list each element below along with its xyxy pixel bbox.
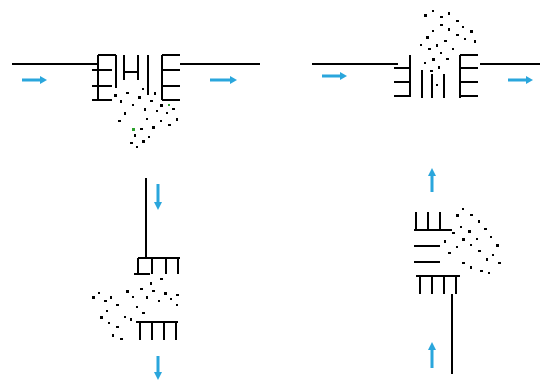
arrow-right-icon (322, 72, 347, 80)
bracket-structure (134, 257, 180, 340)
molecule-cluster (444, 208, 501, 274)
panel-bottom-right (414, 168, 501, 374)
molecule-cluster (420, 10, 476, 86)
bracket-structure (92, 54, 180, 101)
arrow-down-icon (154, 184, 162, 210)
arrow-right-icon (508, 76, 533, 84)
panel-bottom-left (92, 178, 180, 380)
arrow-down-icon (154, 356, 162, 380)
arrow-right-icon (210, 76, 237, 84)
bracket-structure (414, 212, 460, 294)
panel-top-left (12, 54, 260, 148)
arrow-up-icon (428, 342, 436, 368)
bracket-structure (394, 54, 478, 98)
arrow-up-icon (428, 168, 436, 192)
arrow-right-icon (22, 76, 47, 84)
panel-top-right (312, 10, 540, 98)
molecule-cluster (92, 278, 179, 340)
molecule-cluster (114, 88, 178, 148)
